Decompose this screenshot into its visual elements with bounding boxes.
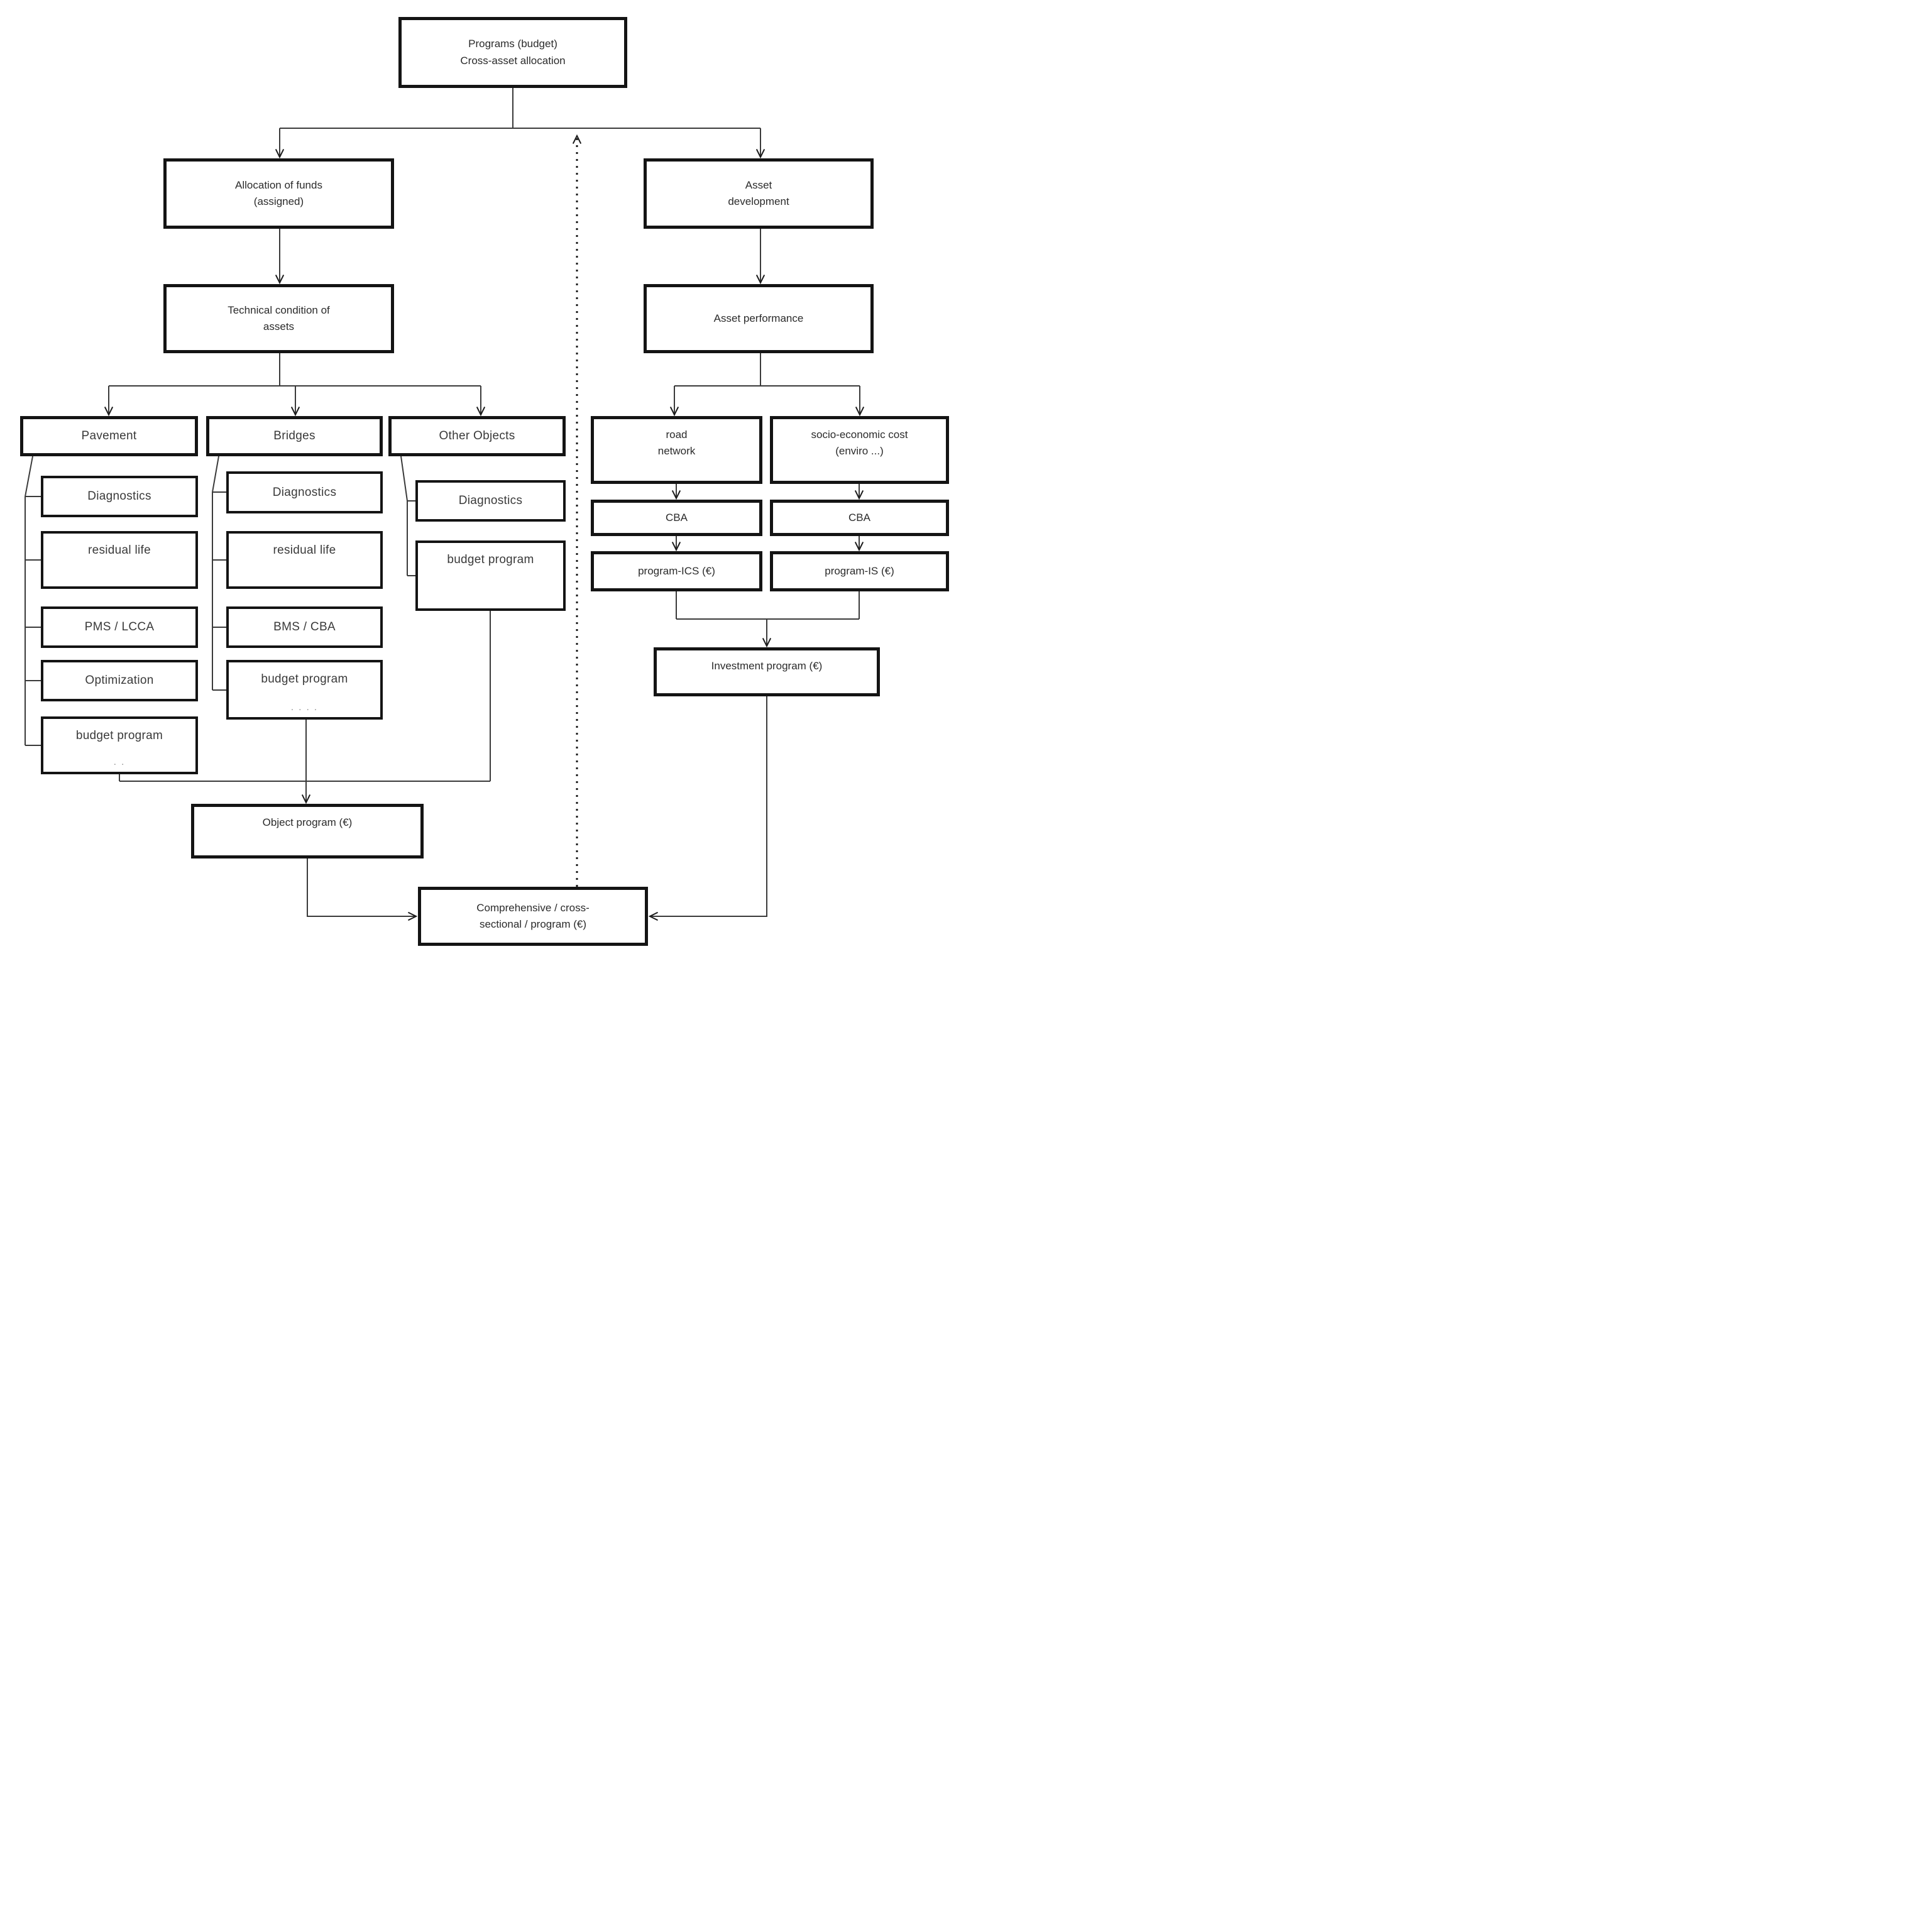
edge-pavement-branch-diagonal: [25, 456, 33, 497]
edge-object-to-comprehensive: [307, 858, 416, 917]
node-investment-program: Investment program (€): [654, 647, 880, 696]
edge-to-allocation-arrowhead: [275, 149, 285, 159]
node-pavement-diagnostics: Diagnostics: [41, 476, 198, 517]
flowchart-canvas: Programs (budget) Cross-asset allocation…: [0, 0, 966, 963]
edge-road-to-cba-arrowhead: [671, 490, 681, 500]
node-pavement-budget-program-trailing-dots: . .: [113, 757, 126, 767]
node-asset-performance: Asset performance: [644, 284, 874, 353]
node-pavement-budget-program: budget program. .: [41, 716, 198, 774]
node-object-program: Object program (€): [191, 804, 424, 858]
node-programs-budget: Programs (budget) Cross-asset allocation: [398, 17, 627, 88]
node-pavement: Pavement: [20, 416, 198, 456]
edge-to-road-network-arrowhead: [669, 407, 679, 417]
edge-to-object-program-arrowhead: [301, 794, 311, 804]
node-comprehensive-program: Comprehensive / cross- sectional / progr…: [418, 887, 648, 946]
node-technical-condition: Technical condition of assets: [163, 284, 394, 353]
connector-lines: [25, 88, 865, 921]
node-pavement-pms-lcca: PMS / LCCA: [41, 606, 198, 648]
node-asset-development: Asset development: [644, 158, 874, 229]
edge-investment-to-comprehensive-arrowhead: [648, 911, 658, 921]
node-pavement-residual-life: residual life: [41, 531, 198, 589]
node-pavement-optimization: Optimization: [41, 660, 198, 701]
node-bridges-budget-program-trailing-dots: . . . .: [290, 702, 319, 713]
edge-to-other-objects-arrowhead: [476, 407, 486, 417]
node-socio-economic-cost: socio-economic cost (enviro ...): [770, 416, 949, 484]
edge-socio-to-cba-arrowhead: [854, 490, 864, 500]
edge-investment-to-comprehensive: [650, 696, 767, 917]
node-bridges-diagnostics: Diagnostics: [226, 471, 383, 513]
node-program-is: program-IS (€): [770, 551, 949, 591]
node-program-ics: program-ICS (€): [591, 551, 762, 591]
node-bridges-bms-cba: BMS / CBA: [226, 606, 383, 648]
node-other-budget-program: budget program: [415, 540, 566, 611]
node-allocation-of-funds: Allocation of funds (assigned): [163, 158, 394, 229]
edge-object-to-comprehensive-arrowhead: [408, 911, 418, 921]
node-cba-socio: CBA: [770, 500, 949, 536]
node-bridges-residual-life: residual life: [226, 531, 383, 589]
edge-to-socio-cost-arrowhead: [855, 407, 865, 417]
edge-to-pavement-arrowhead: [104, 407, 114, 417]
edge-allocation-to-technical-arrowhead: [275, 275, 285, 285]
node-cba-road: CBA: [591, 500, 762, 536]
node-bridges: Bridges: [206, 416, 383, 456]
edge-to-investment-arrowhead: [762, 638, 772, 648]
edge-bridges-branch-diagonal: [212, 456, 219, 493]
edge-cba-to-ics-arrowhead: [671, 542, 681, 552]
node-other-objects: Other Objects: [388, 416, 566, 456]
node-bridges-budget-program: budget program. . . .: [226, 660, 383, 720]
node-other-diagnostics: Diagnostics: [415, 480, 566, 522]
edge-to-asset-development-arrowhead: [755, 149, 766, 159]
node-road-network: road network: [591, 416, 762, 484]
edge-assetdev-to-performance-arrowhead: [755, 275, 766, 285]
edge-cba-to-is-arrowhead: [854, 542, 864, 552]
edge-feedback-dotted-arrowhead: [572, 134, 582, 144]
edge-to-bridges-arrowhead: [290, 407, 300, 417]
edge-other-branch-diagonal: [400, 456, 408, 502]
